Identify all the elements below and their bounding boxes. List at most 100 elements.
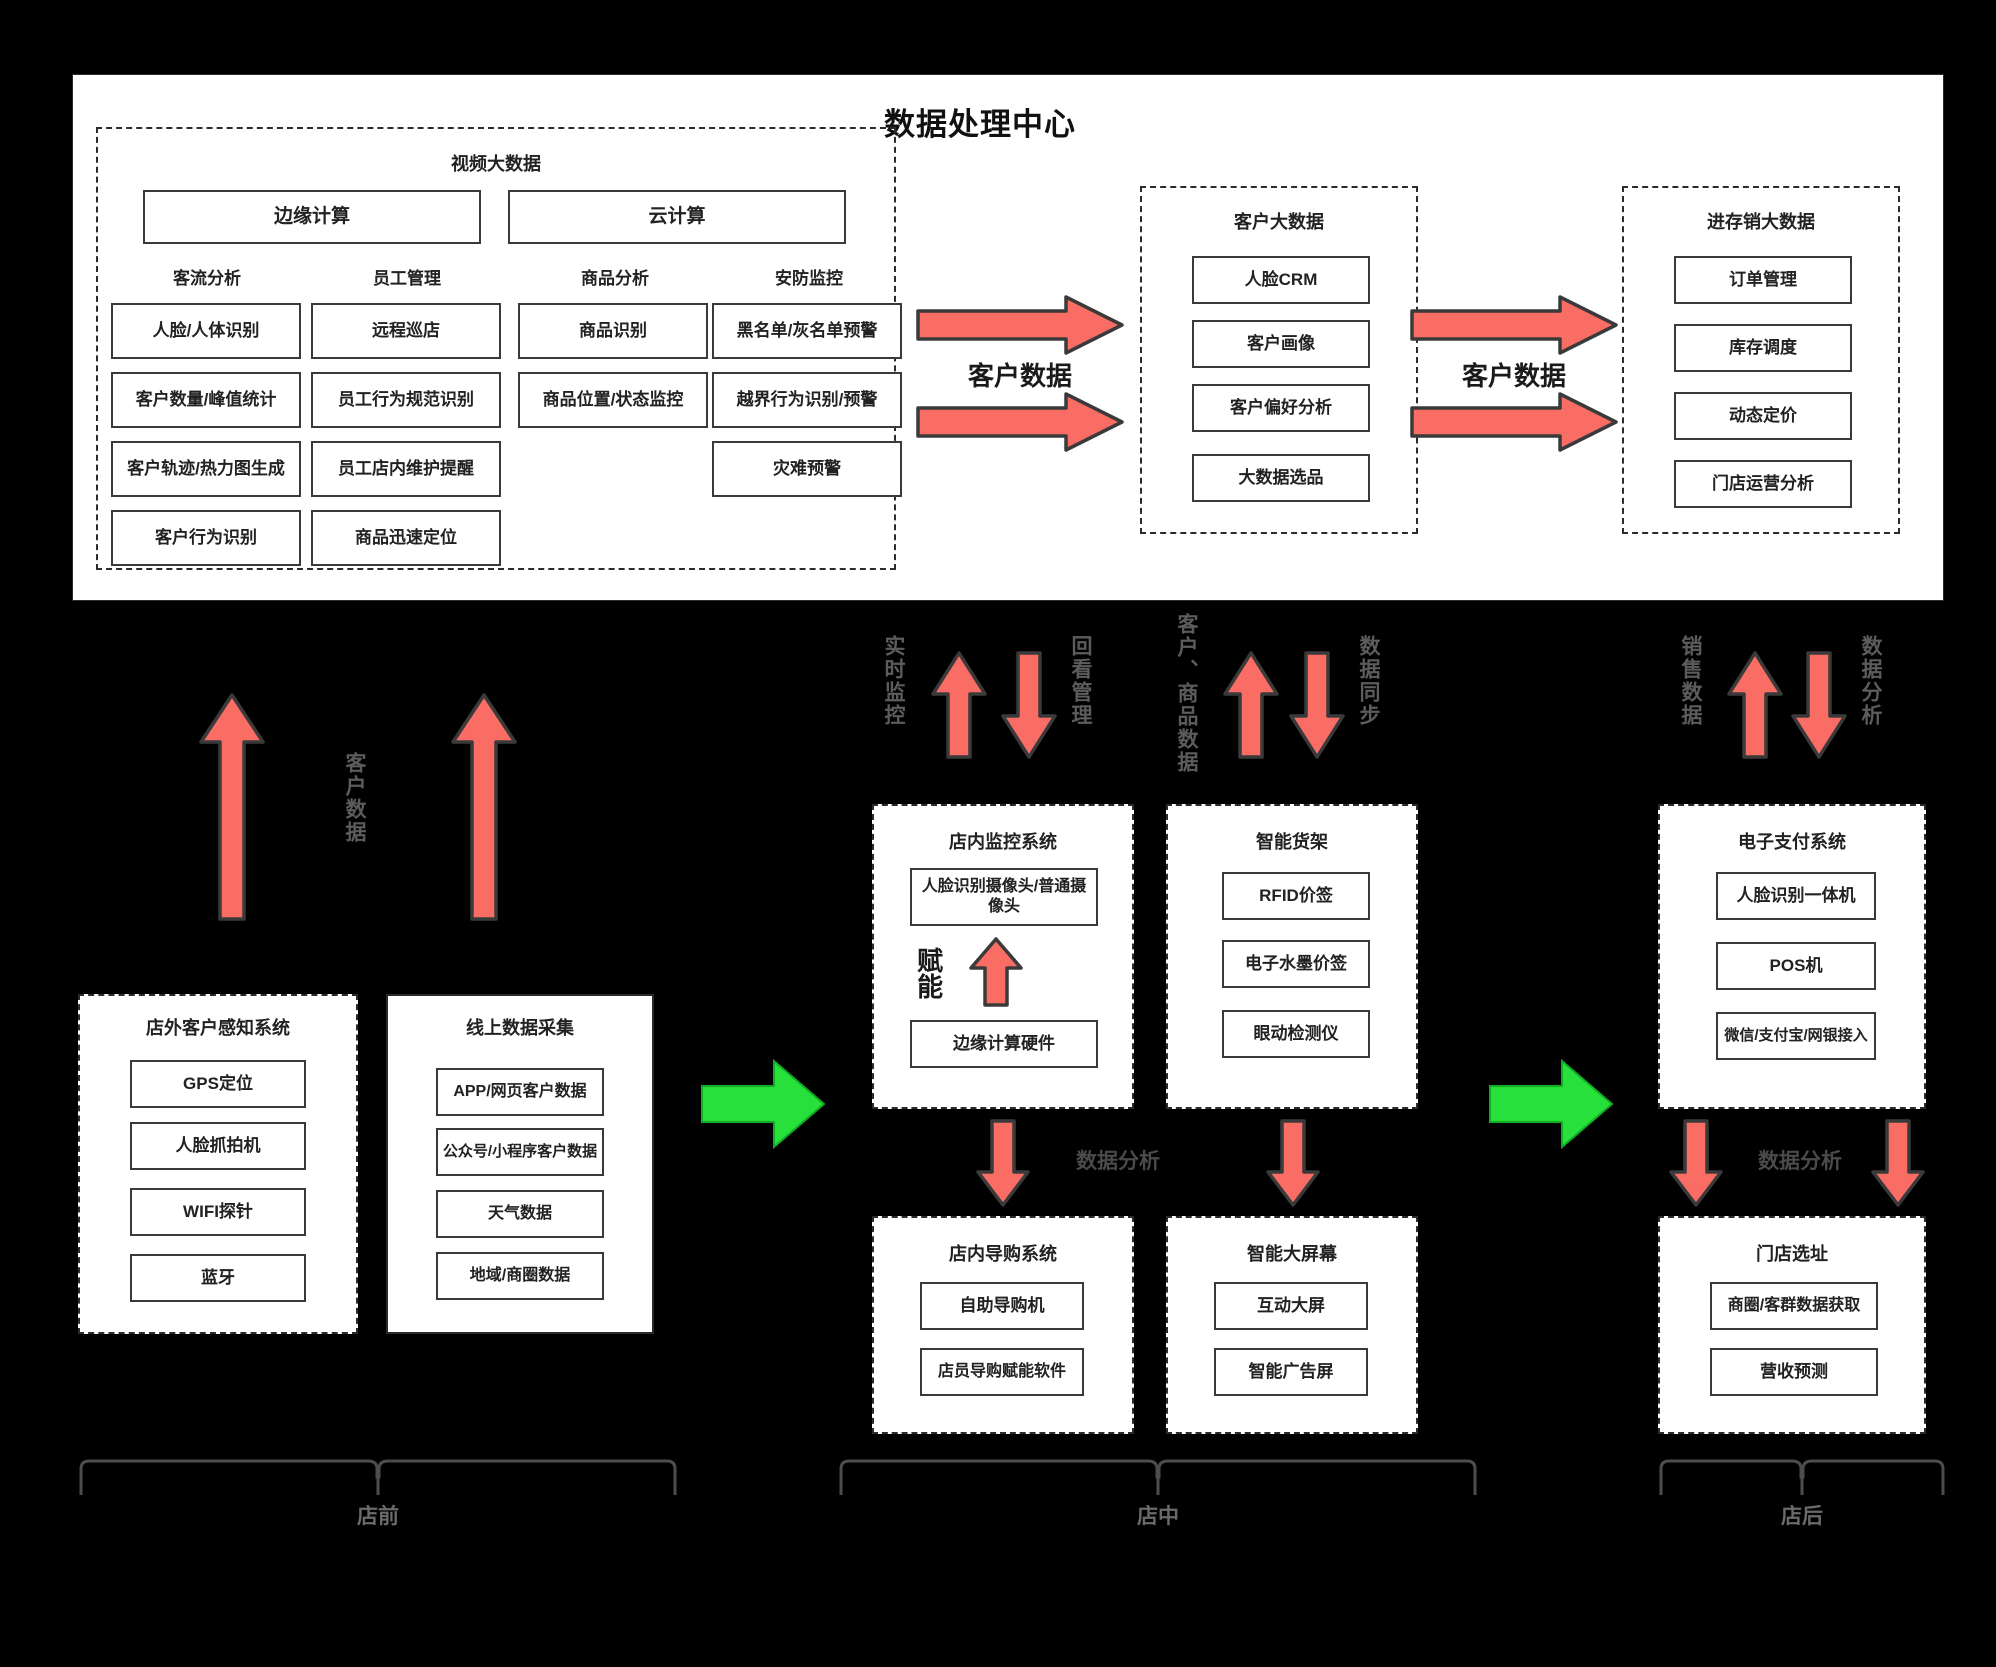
leaf-security-3[interactable]: 灾难预警	[712, 441, 902, 497]
guide-system-title: 店内导购系统	[949, 1244, 1057, 1264]
leaf-staff-1[interactable]: 远程巡店	[311, 303, 501, 359]
leaf-guide-2[interactable]: 店员导购赋能软件	[920, 1348, 1084, 1396]
leaf-shelf-1[interactable]: RFID价签	[1222, 872, 1370, 920]
bracket-label-store-mid: 店中	[1137, 1505, 1179, 1528]
leaf-customer-4[interactable]: 大数据选品	[1192, 454, 1370, 502]
leaf-security-2[interactable]: 越界行为识别/预警	[712, 372, 902, 428]
group-title-security: 安防监控	[775, 268, 843, 288]
leaf-outside-4[interactable]: 蓝牙	[130, 1254, 306, 1302]
leaf-shelf-3[interactable]: 眼动检测仪	[1222, 1010, 1370, 1058]
online-collect-title: 线上数据采集	[466, 1018, 574, 1038]
leaf-traffic-3[interactable]: 客户轨迹/热力图生成	[111, 441, 301, 497]
leaf-staff-3[interactable]: 员工店内维护提醒	[311, 441, 501, 497]
leaf-payment-3[interactable]: 微信/支付宝/网银接入	[1716, 1012, 1876, 1060]
leaf-screen-1[interactable]: 互动大屏	[1214, 1282, 1368, 1330]
leaf-security-1[interactable]: 黑名单/灰名单预警	[712, 303, 902, 359]
vlabel-realtime-monitor: 实时监控	[882, 635, 905, 727]
arrow-customer-data-2-bottom	[1410, 392, 1618, 452]
leaf-site-1[interactable]: 商圈/客群数据获取	[1710, 1282, 1878, 1330]
leaf-traffic-1[interactable]: 人脸/人体识别	[111, 303, 301, 359]
leaf-outside-1[interactable]: GPS定位	[130, 1060, 306, 1108]
vlabel-sales-data: 销售数据	[1679, 635, 1702, 727]
customer-big-data-title: 客户大数据	[1234, 212, 1324, 232]
leaf-customer-1[interactable]: 人脸CRM	[1192, 256, 1370, 304]
page-title: 数据处理中心	[884, 106, 1076, 142]
leaf-outside-3[interactable]: WIFI探针	[130, 1188, 306, 1236]
label-data-analysis-center: 数据分析	[1076, 1150, 1160, 1173]
leaf-monitor-edge-hw[interactable]: 边缘计算硬件	[910, 1020, 1098, 1068]
group-title-product: 商品分析	[581, 268, 649, 288]
leaf-traffic-2[interactable]: 客户数量/峰值统计	[111, 372, 301, 428]
leaf-product-1[interactable]: 商品识别	[518, 303, 708, 359]
arrow-up-left-2	[450, 692, 518, 922]
label-data-analysis-back: 数据分析	[1758, 1150, 1842, 1173]
bracket-label-store-front: 店前	[357, 1505, 399, 1528]
compute-box-cloud[interactable]: 云计算	[508, 190, 846, 244]
arrow-customer-data-1-top	[916, 295, 1124, 355]
video-big-data-title: 视频大数据	[451, 154, 541, 174]
arrow-down-back-left	[1668, 1118, 1724, 1208]
leaf-guide-1[interactable]: 自助导购机	[920, 1282, 1084, 1330]
arrow-label-customer-data-2: 客户数据	[1461, 360, 1566, 391]
arrow-up-left-1	[198, 692, 266, 922]
vlabel-playback-manage: 回看管理	[1069, 635, 1092, 727]
leaf-online-4[interactable]: 地域/商圈数据	[436, 1252, 604, 1300]
leaf-online-1[interactable]: APP/网页客户数据	[436, 1068, 604, 1116]
leaf-inventory-2[interactable]: 库存调度	[1674, 324, 1852, 372]
leaf-online-2[interactable]: 公众号/小程序客户数据	[436, 1128, 604, 1176]
inventory-big-data-panel	[1622, 186, 1900, 534]
group-title-staff: 员工管理	[373, 268, 441, 288]
arrow-green-mid-to-back	[1488, 1058, 1614, 1150]
monitor-system-title: 店内监控系统	[949, 832, 1057, 852]
vlabel-data-analysis-right: 数据分析	[1859, 635, 1882, 727]
leaf-traffic-4[interactable]: 客户行为识别	[111, 510, 301, 566]
payment-system-title: 电子支付系统	[1738, 832, 1846, 852]
arrow-up-sales	[1726, 650, 1784, 760]
arrow-green-front-to-mid	[700, 1058, 826, 1150]
arrow-customer-data-2-top	[1410, 295, 1618, 355]
arrow-up-monitor	[930, 650, 988, 760]
arrow-down-sync	[1288, 650, 1346, 760]
outside-sensing-title: 店外客户感知系统	[146, 1018, 290, 1038]
leaf-online-3[interactable]: 天气数据	[436, 1190, 604, 1238]
arrow-customer-data-1-bottom	[916, 392, 1124, 452]
leaf-payment-2[interactable]: POS机	[1716, 942, 1876, 990]
arrow-up-enable	[968, 936, 1024, 1008]
label-enable: 赋能	[913, 947, 944, 999]
vlabel-customer-product-data: 客户、商品数据	[1175, 613, 1198, 774]
big-screen-title: 智能大屏幕	[1247, 1244, 1337, 1264]
arrow-down-playback	[1000, 650, 1058, 760]
leaf-outside-2[interactable]: 人脸抓拍机	[130, 1122, 306, 1170]
bracket-store-mid	[838, 1455, 1478, 1499]
bracket-store-back	[1658, 1455, 1946, 1499]
leaf-customer-3[interactable]: 客户偏好分析	[1192, 384, 1370, 432]
leaf-shelf-2[interactable]: 电子水墨价签	[1222, 940, 1370, 988]
smart-shelf-title: 智能货架	[1256, 832, 1328, 852]
inventory-big-data-title: 进存销大数据	[1707, 212, 1815, 232]
leaf-monitor-camera[interactable]: 人脸识别摄像头/普通摄像头	[910, 868, 1098, 926]
leaf-staff-4[interactable]: 商品迅速定位	[311, 510, 501, 566]
leaf-payment-1[interactable]: 人脸识别一体机	[1716, 872, 1876, 920]
leaf-customer-2[interactable]: 客户画像	[1192, 320, 1370, 368]
leaf-inventory-3[interactable]: 动态定价	[1674, 392, 1852, 440]
leaf-inventory-4[interactable]: 门店运营分析	[1674, 460, 1852, 508]
vlabel-data-sync: 数据同步	[1357, 635, 1380, 727]
bracket-label-store-back: 店后	[1781, 1505, 1823, 1528]
leaf-site-2[interactable]: 营收预测	[1710, 1348, 1878, 1396]
arrow-up-sync	[1222, 650, 1280, 760]
group-title-traffic: 客流分析	[173, 268, 241, 288]
compute-box-edge[interactable]: 边缘计算	[143, 190, 481, 244]
arrow-down-mid-right	[1265, 1118, 1321, 1208]
arrow-down-mid-left	[975, 1118, 1031, 1208]
leaf-product-2[interactable]: 商品位置/状态监控	[518, 372, 708, 428]
bracket-store-front	[78, 1455, 678, 1499]
customer-big-data-panel	[1140, 186, 1418, 534]
arrow-down-analysis	[1790, 650, 1848, 760]
vlabel-left-customer-data: 客户数据	[343, 752, 366, 844]
arrow-label-customer-data-1: 客户数据	[967, 360, 1072, 391]
site-selection-title: 门店选址	[1756, 1244, 1828, 1264]
arrow-down-back-right	[1870, 1118, 1926, 1208]
leaf-staff-2[interactable]: 员工行为规范识别	[311, 372, 501, 428]
leaf-inventory-1[interactable]: 订单管理	[1674, 256, 1852, 304]
leaf-screen-2[interactable]: 智能广告屏	[1214, 1348, 1368, 1396]
